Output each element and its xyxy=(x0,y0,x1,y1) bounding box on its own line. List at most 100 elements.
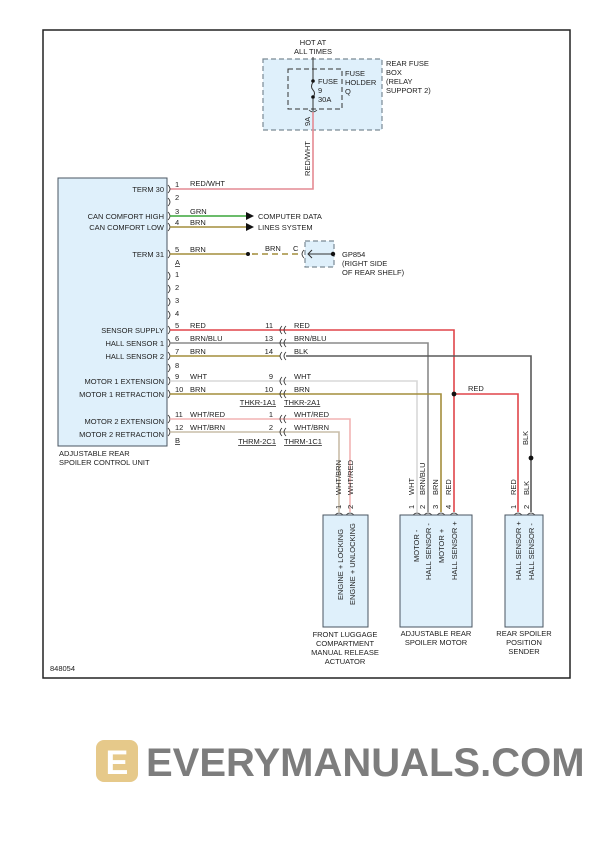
pin-number: 1 xyxy=(269,410,273,419)
wire-label: WHT xyxy=(407,478,416,495)
holder-label-2: HOLDER xyxy=(345,78,377,87)
wire-brn-blu xyxy=(170,342,429,512)
fuse-label: FUSE xyxy=(318,77,338,86)
fuse-pin: 9A xyxy=(303,117,312,126)
pin-number: 2 xyxy=(269,423,273,432)
pin-number: 1 xyxy=(175,270,179,279)
pin-number: 10 xyxy=(265,385,273,394)
pin-number: 2 xyxy=(418,505,427,509)
pin-number: 4 xyxy=(444,505,453,509)
box-label: REAR FUSE xyxy=(386,59,429,68)
wire-label: BRN xyxy=(190,385,206,394)
connector-label: THRM-1C1 xyxy=(284,437,322,446)
pin-function: MOTOR - xyxy=(412,529,421,562)
pin-function: HALL SENSOR - xyxy=(424,523,433,580)
wire-label: RED xyxy=(444,479,453,495)
sender-box xyxy=(504,514,544,628)
splice-dot xyxy=(528,455,534,461)
ecu-name: ADJUSTABLE REAR xyxy=(59,449,130,458)
wire-label: WHT/RED xyxy=(346,459,355,495)
pin-number: 5 xyxy=(175,321,179,330)
component-name: ADJUSTABLE REAR xyxy=(401,629,472,638)
wire-label: BRN xyxy=(190,245,206,254)
pin-number: 4 xyxy=(175,309,179,318)
wire-label: WHT xyxy=(190,372,207,381)
box-label-2: BOX xyxy=(386,68,402,77)
wire-label: WHT/BRN xyxy=(190,423,225,432)
wire-wht xyxy=(170,380,418,512)
pin-number: 4 xyxy=(175,218,179,227)
splice-dot xyxy=(246,252,250,256)
watermark: E EVERYMANUALS.COM xyxy=(96,740,585,785)
wire-label: WHT/RED xyxy=(190,410,226,419)
wire-label: GRN xyxy=(190,207,207,216)
wire-brn-motor xyxy=(170,393,442,512)
ecu-name-2: SPOILER CONTROL UNIT xyxy=(59,458,150,467)
fuse-rating: 30A xyxy=(318,95,331,104)
pin-function: HALL SENSOR - xyxy=(527,523,536,580)
wire-red-wht xyxy=(170,112,314,190)
pin-label: TERM 31 xyxy=(132,250,164,259)
arrow-icon xyxy=(246,223,254,231)
holder-label: FUSE xyxy=(345,69,365,78)
wire-label: BLK xyxy=(521,431,530,445)
splice-dot xyxy=(451,391,457,397)
wire-label: RED xyxy=(294,321,310,330)
pin-number: 3 xyxy=(175,207,179,216)
wire-label: BLK xyxy=(522,481,531,495)
data-lines-label: COMPUTER DATA xyxy=(258,212,322,221)
wire-label: RED/WHT xyxy=(190,179,225,188)
fuse-terminal xyxy=(311,79,315,83)
pin-number: 2 xyxy=(175,193,179,202)
pin-number: 9 xyxy=(269,372,273,381)
wire-label: BRN xyxy=(265,244,281,253)
pin-label: C xyxy=(293,244,299,253)
wire-label: WHT/RED xyxy=(294,410,330,419)
spoiler-motor: WHT BRN/BLU BRN RED 1 2 3 4 MOTOR - HALL… xyxy=(399,462,473,647)
pin-label: SENSOR SUPPLY xyxy=(101,326,164,335)
pin-number: 13 xyxy=(265,334,273,343)
connector-label: THKR-2A1 xyxy=(284,398,320,407)
pin-number: 1 xyxy=(509,505,518,509)
figure-id: 848054 xyxy=(50,664,75,673)
pin-number: 14 xyxy=(265,347,273,356)
pin-number: 2 xyxy=(346,505,355,509)
ground-label-2: (RIGHT SIDE xyxy=(342,259,387,268)
connector-label: THKR-1A1 xyxy=(240,398,276,407)
component-name: ACTUATOR xyxy=(325,657,366,666)
pin-number: 7 xyxy=(175,347,179,356)
arrow-icon xyxy=(246,212,254,220)
wire-label: BRN/BLU xyxy=(294,334,327,343)
connector-label: A xyxy=(175,258,180,267)
wire-label: BLK xyxy=(294,347,308,356)
pin-label: MOTOR 1 RETRACTION xyxy=(79,390,164,399)
box-label-4: SUPPORT 2) xyxy=(386,86,431,95)
fuse-box-outline xyxy=(262,58,383,131)
connector-a: 1 2 3 4 5 TERM 30 CAN COMFORT HIGH CAN C… xyxy=(88,179,226,267)
position-sender: RED BLK 1 2 HALL SENSOR + HALL SENSOR - … xyxy=(496,479,552,656)
ground-label-3: OF REAR SHELF) xyxy=(342,268,405,277)
pin-label: HALL SENSOR 2 xyxy=(106,352,165,361)
component-name: POSITION xyxy=(506,638,542,647)
ground-label: GP854 xyxy=(342,250,365,259)
pin-label: CAN COMFORT HIGH xyxy=(88,212,164,221)
pin-number: 1 xyxy=(334,505,343,509)
data-lines-label-2: LINES SYSTEM xyxy=(258,223,313,232)
pin-number: 3 xyxy=(175,296,179,305)
wire-label: RED/WHT xyxy=(303,141,312,176)
wire-label: WHT xyxy=(294,372,311,381)
wire-label: BRN/BLU xyxy=(190,334,223,343)
fuse-holder-outline xyxy=(287,68,343,110)
watermark-text: EVERYMANUALS.COM xyxy=(146,741,585,785)
wire-label: BRN xyxy=(190,218,206,227)
pin-number: 12 xyxy=(175,423,183,432)
component-name: COMPARTMENT xyxy=(316,639,374,648)
pin-number: 2 xyxy=(175,283,179,292)
wire-red xyxy=(170,329,455,512)
pin-number: 11 xyxy=(175,410,183,419)
wire-label: RED xyxy=(468,384,484,393)
pin-function: ENGINE + UNLOCKING xyxy=(348,523,357,605)
front-luggage-actuator: WHT/BRN WHT/RED 1 2 ENGINE + LOCKING ENG… xyxy=(311,459,379,666)
wire-label: BRN/BLU xyxy=(418,462,427,495)
